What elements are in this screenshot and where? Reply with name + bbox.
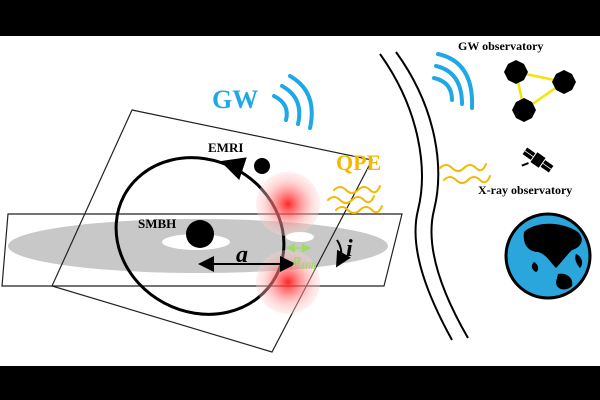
gw-observatory-label: GW observatory [458,39,543,53]
smbh-label: SMBH [138,216,176,231]
hill-radius-label: RHill [291,255,316,271]
orbital-plane [51,109,373,353]
triangle-detector-icon [504,60,576,122]
gw-waves-observed-icon [432,52,475,110]
emri-body-icon [254,158,270,174]
propagation-boundary [379,51,469,341]
inclination-arc [335,239,351,268]
semi-major-axis-label: a [236,242,248,268]
qpe-waves-observed-icon [439,163,491,184]
orbit-direction-arrow [220,157,247,181]
smbh-icon [186,220,214,248]
upper-flare [256,172,320,236]
gw-waves-icon [272,74,314,130]
qpe-waves-icon [327,185,383,214]
inclination-label: i [346,236,353,262]
earth-globe-icon [504,212,592,300]
xray-observatory-label: X-ray observatory [478,183,572,197]
gw-label: GW [212,85,258,114]
lower-flare [256,250,320,314]
disk-impact-hole [286,232,314,242]
satellite-icon [521,147,554,173]
qpe-label: QPE [336,150,381,175]
emri-label: EMRI [208,140,243,155]
